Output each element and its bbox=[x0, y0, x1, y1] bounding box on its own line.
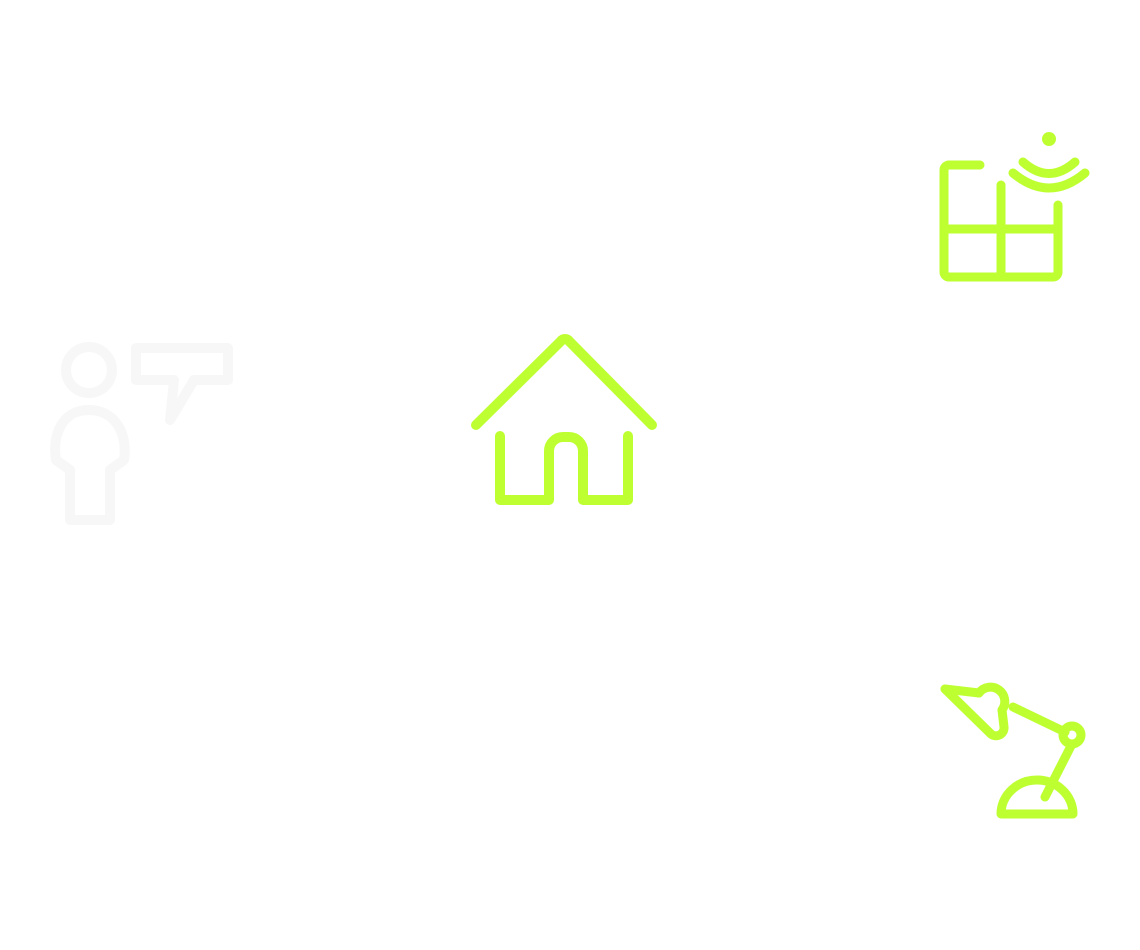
desk-lamp-icon[interactable] bbox=[935, 670, 1095, 825]
home-icon-graphic bbox=[471, 334, 657, 505]
smart-window-icon-graphic bbox=[939, 132, 1090, 282]
smart-window-icon[interactable] bbox=[935, 125, 1095, 290]
person-speech-bubble-icon[interactable] bbox=[40, 340, 240, 535]
desk-lamp-icon-graphic bbox=[940, 682, 1086, 819]
home-icon[interactable] bbox=[465, 330, 665, 515]
person-speech-bubble-icon-graphic bbox=[50, 342, 233, 525]
